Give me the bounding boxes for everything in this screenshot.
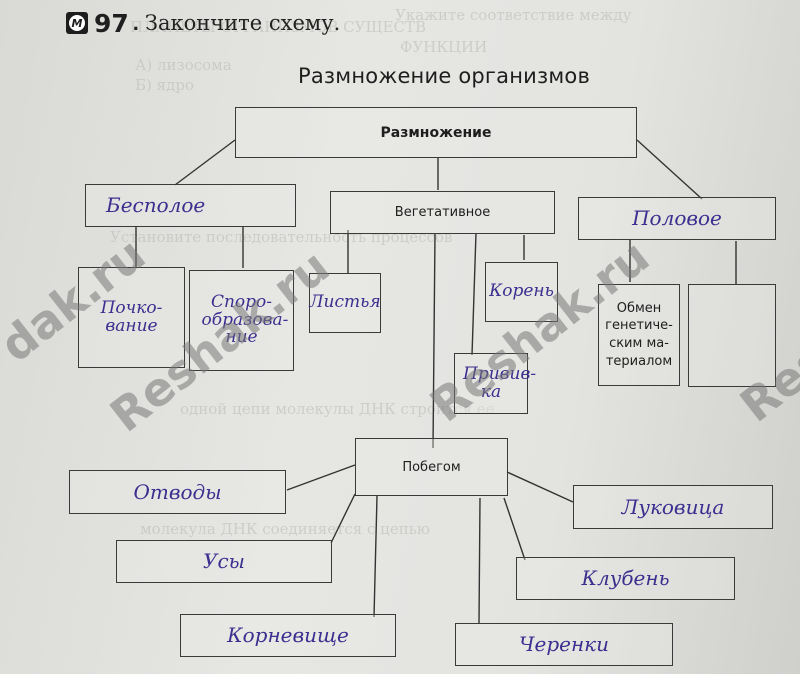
box-budding: Почко-вание	[78, 267, 185, 368]
box-layering: Отводы	[69, 470, 286, 514]
box-empty	[688, 284, 776, 387]
box-sporulation: Споро-образова-ние	[189, 270, 294, 371]
box-grafting: Привив-ка	[454, 353, 536, 414]
task-dot: .	[132, 10, 139, 35]
bleed-text: Б) ядро	[135, 76, 194, 94]
box-root-reproduction: Размножение	[235, 107, 637, 158]
bleed-text: ПЛАНЕТЫ ОРГАНИЗМОВ СУЩЕСТВ	[130, 18, 427, 36]
task-instruction: Закончите схему.	[144, 11, 341, 35]
box-asexual: Бесполое	[85, 184, 296, 227]
bleed-text: А) лизосома	[135, 56, 232, 74]
box-genetic-exchange: Обмен генетиче-ским ма-териалом	[598, 284, 680, 386]
box-root-suckers: Корневище	[180, 614, 396, 657]
box-sexual: Половое	[578, 197, 776, 240]
task-number: 97	[94, 8, 129, 38]
bleed-text: молекула ДНК соединяется с цепью	[140, 520, 430, 538]
box-cuttings: Черенки	[455, 623, 673, 666]
box-root: Корень	[485, 262, 558, 322]
task-badge-icon: М	[66, 12, 88, 34]
box-shoots: Побегом	[355, 438, 508, 496]
bleed-text: Укажите соответствие между	[395, 6, 632, 24]
box-vegetative: Вегетативное	[330, 191, 555, 234]
box-bulb: Луковица	[573, 485, 773, 529]
task-header: М 97 . Закончите схему.	[66, 8, 340, 38]
box-leaves: Листья	[309, 273, 381, 333]
bleed-text: одной цепи молекулы ДНК строится ее	[180, 400, 495, 418]
bleed-text: ФУНКЦИИ	[400, 38, 488, 56]
bleed-text: Установите последовательность процессов	[110, 228, 453, 246]
box-tuber: Клубень	[516, 557, 735, 600]
diagram-title: Размножение организмов	[298, 64, 591, 88]
box-runners: Усы	[116, 540, 332, 583]
